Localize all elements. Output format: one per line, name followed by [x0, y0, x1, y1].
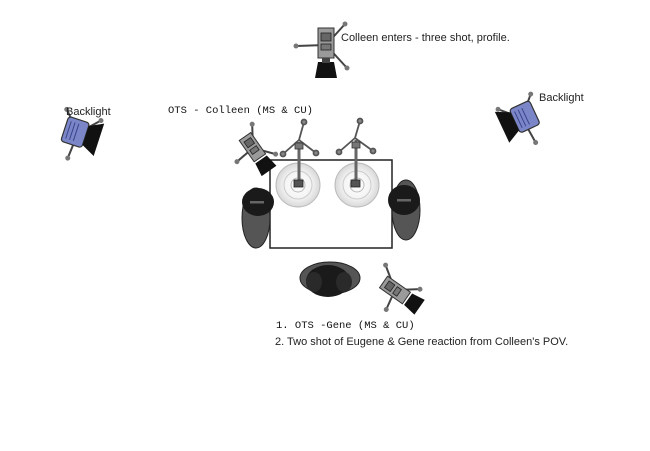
- backlight-right-icon: [494, 91, 540, 146]
- person-left: [241, 187, 274, 249]
- top-camera-icon: [293, 21, 350, 78]
- backlight-left-icon: [60, 106, 105, 161]
- person-bottom: [299, 261, 361, 297]
- tripod-right-icon: [335, 117, 377, 188]
- label-backlight-right: Backlight: [539, 92, 584, 104]
- camera-colleen-icon: [234, 121, 279, 177]
- camera-gene-icon: [378, 262, 425, 315]
- tripod-left-icon: [279, 118, 320, 188]
- label-colleen-enters: Colleen enters - three shot, profile.: [341, 32, 510, 44]
- label-shot-1: 1. OTS -Gene (MS & CU): [276, 320, 415, 332]
- label-shot-2: 2. Two shot of Eugene & Gene reaction fr…: [275, 336, 569, 348]
- label-backlight-left: Backlight: [66, 106, 111, 118]
- person-right: [388, 179, 421, 241]
- label-ots-colleen: OTS - Colleen (MS & CU): [168, 105, 313, 117]
